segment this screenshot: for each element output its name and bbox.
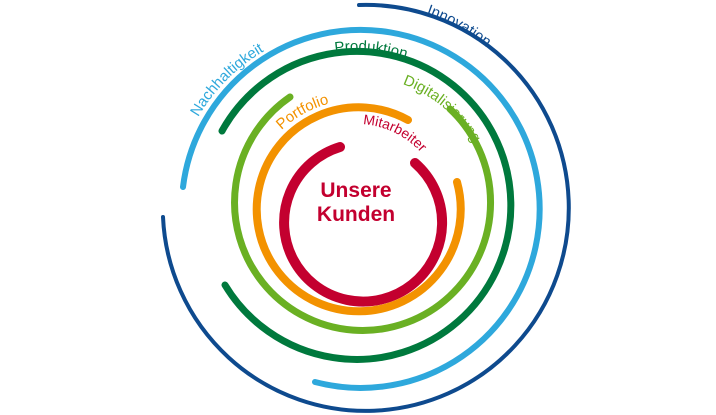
label-produktion: Produktion bbox=[334, 38, 410, 63]
label-nachhaltigkeit: Nachhaltigkeit bbox=[187, 40, 267, 120]
ring-innovation bbox=[161, 2, 571, 413]
label-produktion-text: Produktion bbox=[334, 38, 410, 63]
ring-portfolio bbox=[252, 103, 465, 316]
ring-nachhaltigkeit bbox=[180, 26, 543, 391]
ring-digitalisierung bbox=[231, 93, 495, 334]
ring-produktion bbox=[218, 47, 515, 363]
center-title-line1: Unsere bbox=[320, 179, 391, 202]
ring-mitarbeiter bbox=[279, 142, 448, 307]
center-title-line2: Kunden bbox=[317, 203, 395, 226]
label-nachhaltigkeit-text: Nachhaltigkeit bbox=[187, 40, 267, 120]
